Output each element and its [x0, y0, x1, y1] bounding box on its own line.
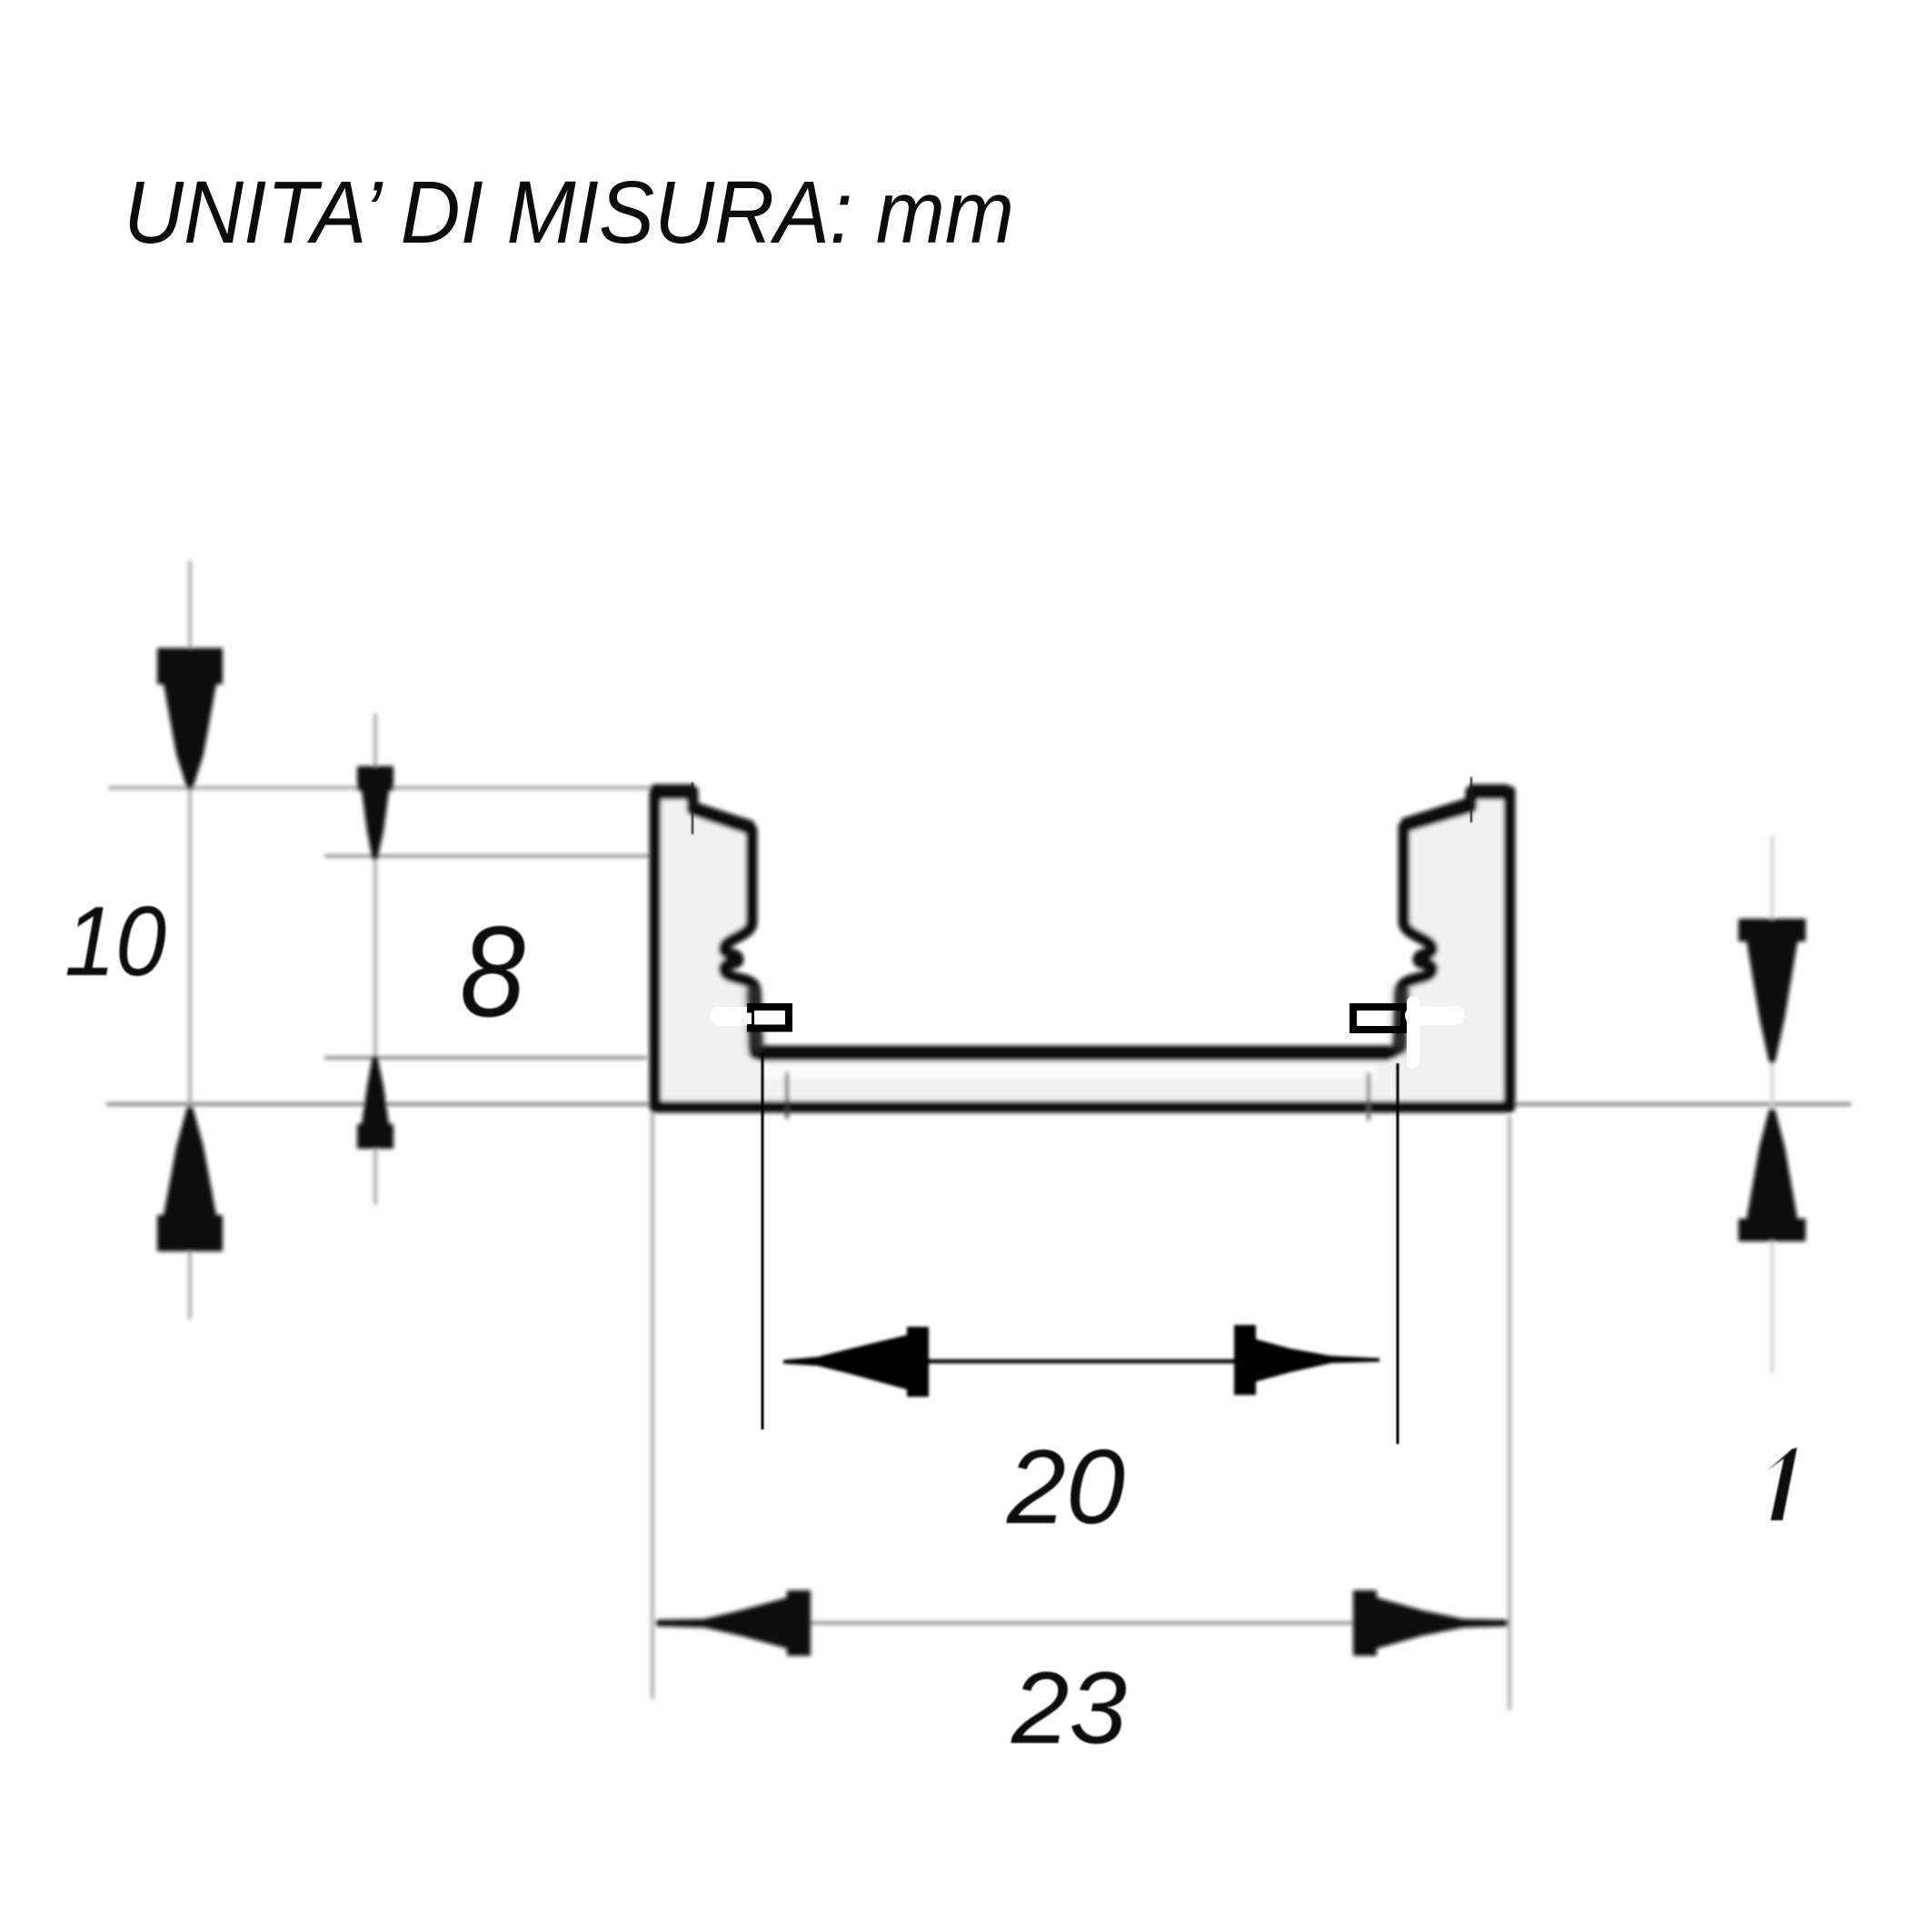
svg-text:23: 23	[1011, 1651, 1127, 1765]
svg-text:10: 10	[65, 886, 166, 997]
svg-text:UNITA’ DI MISURA: mm: UNITA’ DI MISURA: mm	[124, 163, 1014, 262]
svg-text:20: 20	[1006, 1428, 1125, 1546]
svg-text:8: 8	[460, 900, 525, 1044]
